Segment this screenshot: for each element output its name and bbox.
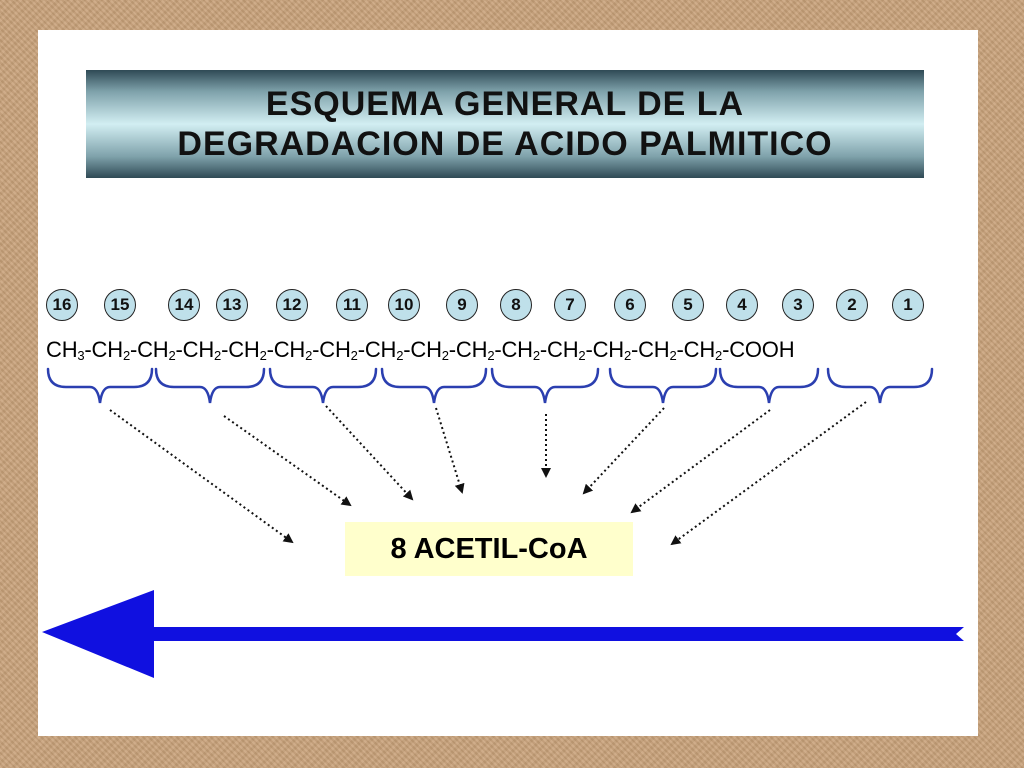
- degradation-diagram: [42, 367, 964, 678]
- two-carbon-braces: [46, 367, 934, 404]
- chain-group: -CH2: [585, 337, 631, 363]
- carbon-number: 1: [892, 289, 924, 321]
- dotted-arrows: [109, 401, 867, 546]
- carbon-number: 14: [168, 289, 200, 321]
- brace: [490, 367, 600, 404]
- chain-group: -CH2: [494, 337, 540, 363]
- chain-group: -CH2: [357, 337, 404, 363]
- brace: [380, 367, 488, 404]
- brace: [718, 367, 820, 404]
- palmitic-acid-formula: CH3-CH2-CH2-CH2-CH2-CH2-CH2-CH2-CH2-CH2-…: [46, 337, 795, 363]
- chain-group: -CH2: [84, 337, 130, 363]
- carbon-number: 3: [782, 289, 814, 321]
- chain-group: -CH2: [448, 337, 495, 363]
- dotted-arrow: [670, 401, 867, 546]
- carbon-number: 7: [554, 289, 586, 321]
- carbon-number: 6: [614, 289, 646, 321]
- chain-group: CH3: [46, 337, 85, 363]
- chain-group: -CH2: [539, 337, 586, 363]
- carbon-number: 16: [46, 289, 78, 321]
- dotted-arrow: [109, 409, 294, 544]
- carbon-number: 11: [336, 289, 368, 321]
- brace: [268, 367, 378, 404]
- brace: [46, 367, 154, 404]
- title-line-2: DEGRADACION DE ACIDO PALMITICO: [177, 125, 833, 163]
- title-line-1: ESQUEMA GENERAL DE LA: [265, 85, 745, 123]
- chain-group: -COOH: [722, 337, 795, 362]
- carbon-number: 4: [726, 289, 758, 321]
- slide: ESQUEMA GENERAL DE LA DEGRADACION DE ACI…: [38, 30, 978, 736]
- chain-group: -CH2: [312, 337, 358, 363]
- dotted-arrow: [630, 409, 771, 514]
- brace: [608, 367, 718, 404]
- chain-group: -CH2: [266, 337, 313, 363]
- carbon-number: 2: [836, 289, 868, 321]
- dotted-arrow: [325, 405, 414, 501]
- left-arrow-icon: [42, 590, 964, 678]
- brace: [826, 367, 934, 404]
- chain-group: -CH2: [630, 337, 677, 363]
- chain-group: -CH2: [676, 337, 723, 363]
- product-label: 8 ACETIL-CoA: [345, 522, 633, 576]
- chain-group: -CH2: [129, 337, 176, 363]
- chain-group: -CH2: [221, 337, 267, 363]
- chain-group: -CH2: [175, 337, 222, 363]
- dotted-arrow: [223, 415, 352, 507]
- chain-group: -CH2: [403, 337, 449, 363]
- carbon-number: 12: [276, 289, 308, 321]
- carbon-number: 9: [446, 289, 478, 321]
- carbon-number: 8: [500, 289, 532, 321]
- carbon-number: 13: [216, 289, 248, 321]
- carbon-number: 5: [672, 289, 704, 321]
- title-banner: ESQUEMA GENERAL DE LA DEGRADACION DE ACI…: [86, 70, 924, 178]
- dotted-arrow: [435, 407, 465, 494]
- carbon-number: 15: [104, 289, 136, 321]
- dotted-arrow: [582, 407, 665, 495]
- carbon-number: 10: [388, 289, 420, 321]
- brace: [154, 367, 266, 404]
